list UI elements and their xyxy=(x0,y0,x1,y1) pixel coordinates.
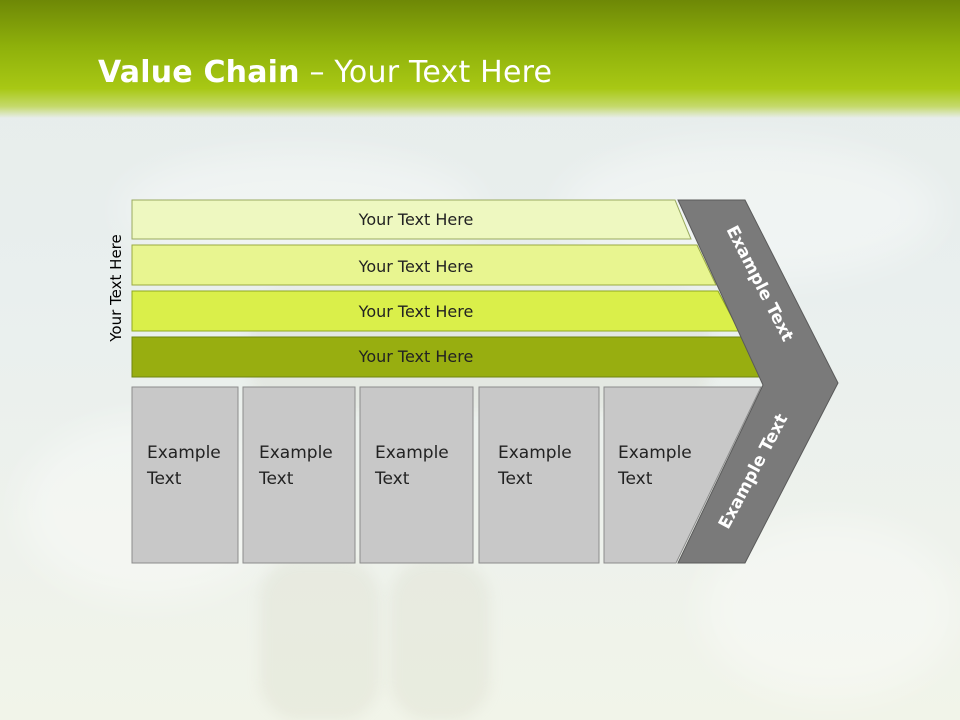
reflection-box-3-line-1: Example xyxy=(375,663,449,683)
bar-4-label: Your Text Here xyxy=(358,347,474,366)
box-3-line-1: Example xyxy=(375,443,449,463)
reflection-chevron xyxy=(678,563,827,720)
bar-1 xyxy=(131,199,692,240)
reflection-box-4 xyxy=(478,562,600,720)
activity-box-2 xyxy=(242,386,356,564)
reflection-box-4-line-1: Example xyxy=(498,663,572,683)
title-bold: Value Chain xyxy=(98,55,300,90)
reflection-box-5 xyxy=(603,562,753,720)
box-1-line-1: Example xyxy=(147,443,221,463)
bar-1-label: Your Text Here xyxy=(358,210,474,229)
box-3-line-2: Text xyxy=(374,469,410,489)
activity-box-4 xyxy=(478,386,600,564)
bar-2 xyxy=(131,244,717,286)
reflection: Example Text Example Text Example Text E… xyxy=(131,562,827,720)
reflection-box-5-line-1: Example xyxy=(618,663,692,683)
box-1-line-2: Text xyxy=(146,469,182,489)
reflection-box-2 xyxy=(242,562,356,720)
reflection-box-1 xyxy=(131,562,239,720)
reflection-box-2-line-2: Text xyxy=(258,637,294,657)
bar-2-label: Your Text Here xyxy=(358,257,474,276)
box-5-line-1: Example xyxy=(618,443,692,463)
reflection-box-2-line-1: Example xyxy=(259,663,333,683)
reflection-box-1-line-2: Text xyxy=(146,637,182,657)
bar-3-label: Your Text Here xyxy=(358,302,474,321)
activity-box-1 xyxy=(131,386,239,564)
slide-title: Value Chain – Your Text Here xyxy=(98,55,552,90)
reflection-box-3-line-2: Text xyxy=(374,637,410,657)
box-2-line-1: Example xyxy=(259,443,333,463)
reflection-box-5-line-2: Text xyxy=(617,637,653,657)
title-banner xyxy=(0,0,960,118)
box-4-line-2: Text xyxy=(497,469,533,489)
reflection-box-3 xyxy=(359,562,474,720)
box-2-line-2: Text xyxy=(258,469,294,489)
activity-box-3 xyxy=(359,386,474,564)
box-4-line-1: Example xyxy=(498,443,572,463)
box-5-line-2: Text xyxy=(617,469,653,489)
reflection-box-1-line-1: Example xyxy=(147,663,221,683)
title-rest: – Your Text Here xyxy=(299,55,553,90)
reflection-box-4-line-2: Text xyxy=(497,637,533,657)
